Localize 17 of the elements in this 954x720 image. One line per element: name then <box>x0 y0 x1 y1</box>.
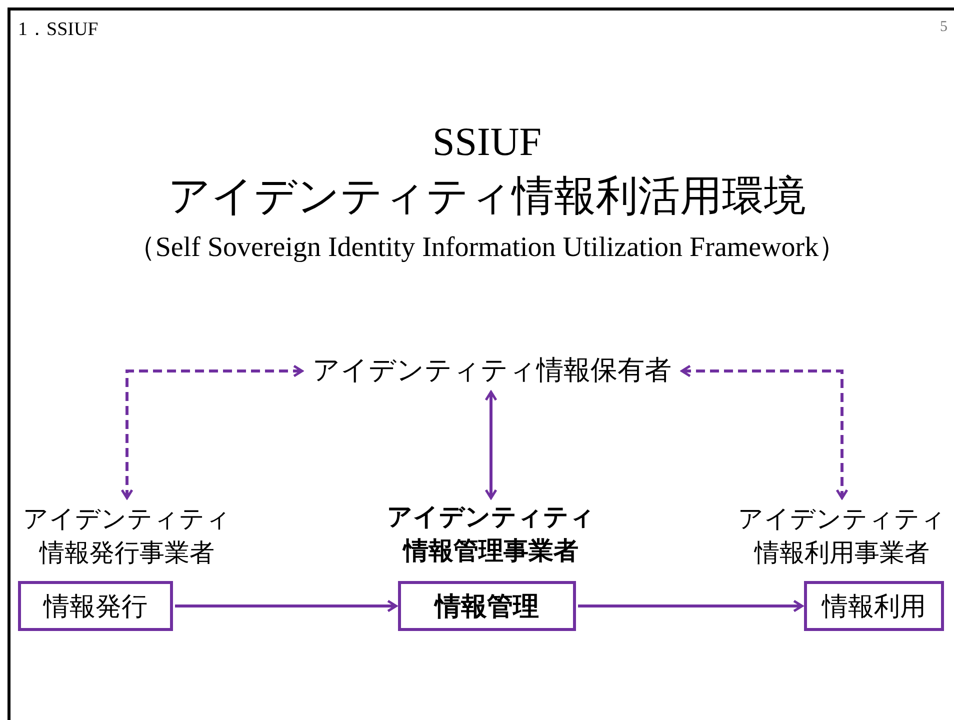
role-heading: アイデンティティ情報発行事業者 <box>14 502 240 580</box>
holder-label: アイデンティティ情報保有者 <box>306 352 678 390</box>
process-box: 情報管理 <box>398 581 576 631</box>
arrow <box>484 390 498 500</box>
arrow <box>175 600 398 612</box>
subtitle: （Self Sovereign Identity Information Utilization Framework） <box>126 231 848 265</box>
page-number: 5 <box>940 19 948 36</box>
role-heading: アイデンティティ情報利用事業者 <box>736 502 948 580</box>
arrow <box>120 364 304 500</box>
role-heading: アイデンティティ情報管理事業者 <box>376 500 606 578</box>
process-box: 情報発行 <box>18 581 173 631</box>
arrow <box>680 364 848 500</box>
title: アイデンティティ情報利活用環境 <box>167 170 807 222</box>
section-heading: 1．SSIUF <box>18 18 98 42</box>
arrow <box>578 600 804 612</box>
title: SSIUF <box>432 118 542 165</box>
process-box: 情報利用 <box>804 581 944 631</box>
